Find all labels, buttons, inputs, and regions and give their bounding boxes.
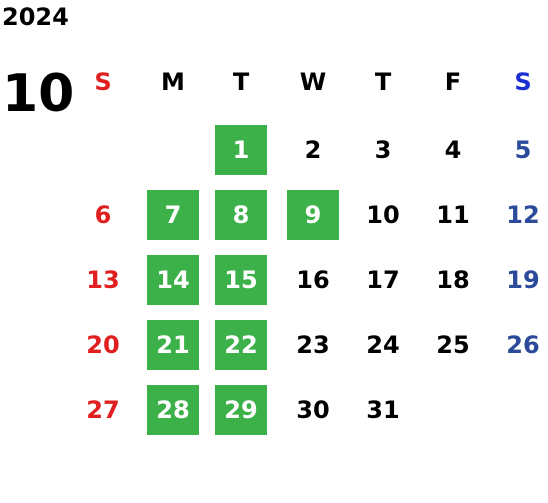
- weekday-header: S: [514, 68, 532, 96]
- day-cell[interactable]: 24: [366, 331, 400, 359]
- day-cell[interactable]: 28: [147, 385, 199, 435]
- day-cell[interactable]: 31: [366, 396, 400, 424]
- day-cell[interactable]: 16: [296, 266, 330, 294]
- day-cell[interactable]: 26: [506, 331, 540, 359]
- day-cell[interactable]: 10: [366, 201, 400, 229]
- day-cell[interactable]: 17: [366, 266, 400, 294]
- month-label: 10: [2, 64, 75, 124]
- day-cell[interactable]: 8: [215, 190, 267, 240]
- weekday-header: M: [161, 68, 185, 96]
- day-cell[interactable]: 2: [304, 136, 322, 164]
- day-cell[interactable]: 14: [147, 255, 199, 305]
- day-cell[interactable]: 15: [215, 255, 267, 305]
- day-cell[interactable]: 13: [86, 266, 120, 294]
- day-cell[interactable]: 30: [296, 396, 330, 424]
- day-cell[interactable]: 12: [506, 201, 540, 229]
- day-cell[interactable]: 25: [436, 331, 470, 359]
- weekday-header: T: [374, 68, 392, 96]
- year-label: 2024: [2, 3, 69, 31]
- day-cell[interactable]: 3: [374, 136, 392, 164]
- day-cell[interactable]: 6: [94, 201, 112, 229]
- day-cell[interactable]: 1: [215, 125, 267, 175]
- day-cell[interactable]: 18: [436, 266, 470, 294]
- day-cell[interactable]: 20: [86, 331, 120, 359]
- day-cell[interactable]: 29: [215, 385, 267, 435]
- day-cell[interactable]: 23: [296, 331, 330, 359]
- weekday-header: T: [232, 68, 250, 96]
- weekday-header: F: [444, 68, 462, 96]
- day-cell[interactable]: 27: [86, 396, 120, 424]
- day-cell[interactable]: 22: [215, 320, 267, 370]
- day-cell[interactable]: 19: [506, 266, 540, 294]
- day-cell[interactable]: 9: [287, 190, 339, 240]
- weekday-header: S: [94, 68, 112, 96]
- day-cell[interactable]: 11: [436, 201, 470, 229]
- day-cell[interactable]: 5: [514, 136, 532, 164]
- day-cell[interactable]: 7: [147, 190, 199, 240]
- day-cell[interactable]: 4: [444, 136, 462, 164]
- weekday-header: W: [299, 68, 327, 96]
- day-cell[interactable]: 21: [147, 320, 199, 370]
